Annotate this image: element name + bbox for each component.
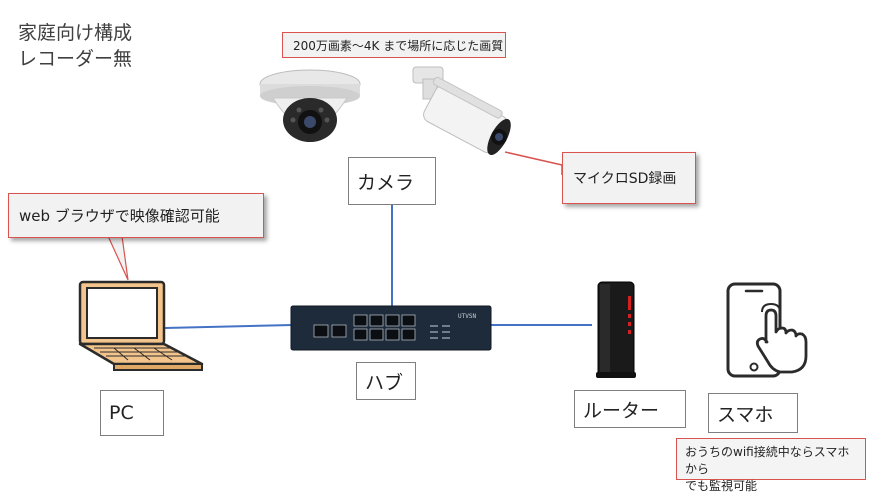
browser-callout: web ブラウザで映像確認可能	[8, 193, 264, 238]
pc-label: PC	[100, 390, 164, 436]
bullet-camera-icon	[412, 66, 511, 156]
camera-label: カメラ	[348, 157, 436, 205]
microsd-callout-text: マイクロSD録画	[573, 171, 677, 187]
network-hub-icon: UTVSN	[290, 305, 492, 351]
router-icon	[596, 281, 636, 378]
title-line-2: レコーダー無	[18, 48, 133, 70]
browser-callout-text: web ブラウザで映像確認可能	[19, 207, 220, 225]
hub-label-text: ハブ	[365, 371, 404, 394]
wifi-note-line-2: でも監視可能	[685, 479, 758, 493]
phone-label-text: スマホ	[717, 403, 774, 426]
camera-label-text: カメラ	[357, 171, 415, 194]
laptop-icon	[78, 280, 204, 371]
hub-label: ハブ	[356, 362, 416, 400]
microsd-callout: マイクロSD録画	[562, 152, 696, 204]
dome-camera-icon	[259, 69, 361, 142]
resolution-callout: 200万画素～4K まで場所に応じた画質	[282, 32, 506, 58]
smartphone-touch-icon	[726, 282, 808, 378]
pc-hub-link	[164, 324, 293, 329]
router-label-text: ルーター	[583, 399, 660, 422]
phone-label: スマホ	[708, 393, 798, 433]
hub-brand-label: UTVSN	[458, 313, 476, 320]
page-title: 家庭向け構成 レコーダー無	[18, 20, 132, 72]
resolution-callout-text: 200万画素～4K まで場所に応じた画質	[293, 38, 504, 53]
title-line-1: 家庭向け構成	[18, 22, 133, 44]
router-label: ルーター	[574, 390, 686, 428]
browser-pointer	[107, 235, 129, 281]
wifi-note: おうちのwifi接続中ならスマホから でも監視可能	[676, 438, 866, 493]
wifi-note-line-1: おうちのwifi接続中ならスマホから	[685, 445, 850, 476]
pc-label-text: PC	[109, 402, 134, 424]
